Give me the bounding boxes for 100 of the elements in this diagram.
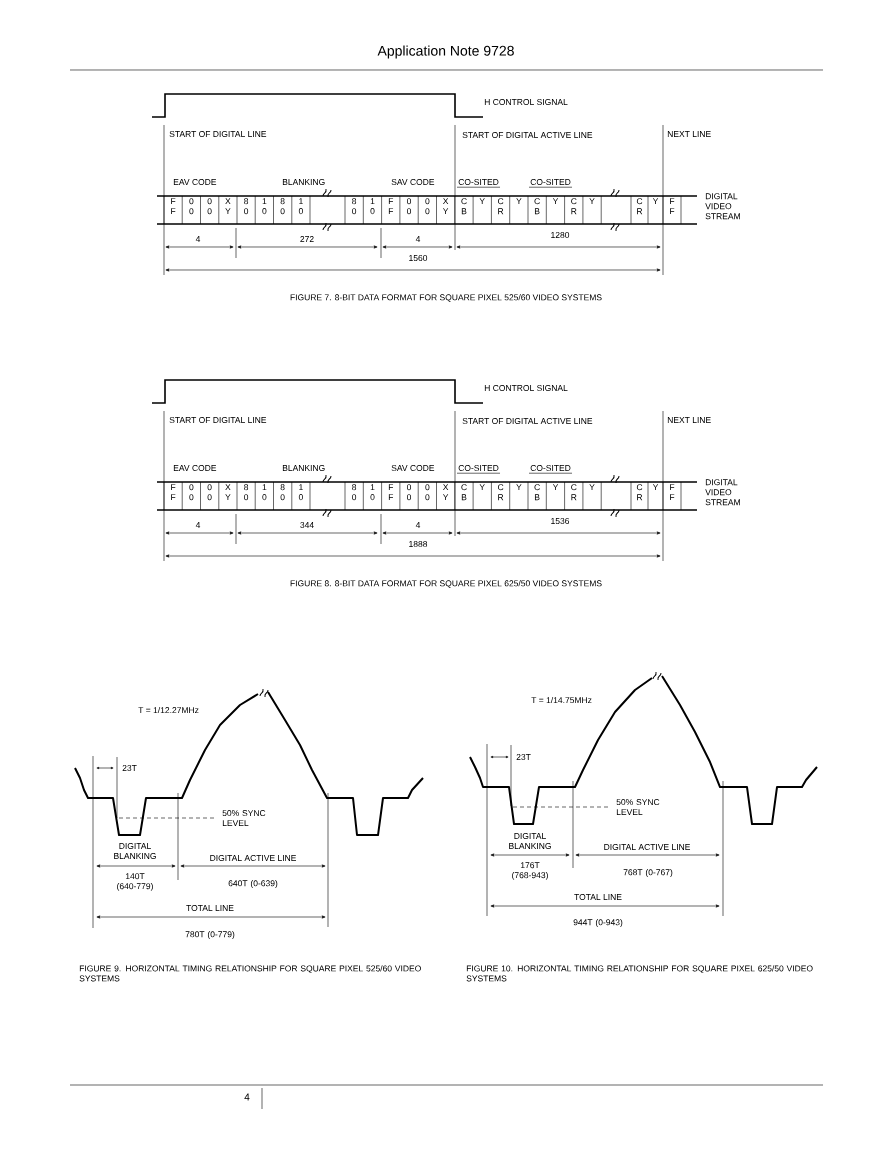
code-word: 8 0 (280, 198, 285, 215)
code-word: X Y (442, 198, 449, 215)
annotation: NEXT LINE (667, 417, 711, 423)
figure-caption: FIGURE 8. 8-BIT DATA FORMAT FOR SQUARE PIXEL 625/50 VIDEO SYSTEMS (290, 580, 602, 588)
dimension-value: 176T (768-943) (512, 862, 548, 880)
annotation: START OF DIGITAL ACTIVE LINE (462, 418, 593, 424)
annotation: START OF DIGITAL LINE (169, 417, 267, 423)
code-word: F F (388, 198, 394, 215)
annotation: 50% SYNC LEVEL (222, 810, 266, 826)
code-word: Y (552, 484, 559, 491)
code-word: C B (534, 198, 540, 215)
annotation: DIGITAL BLANKING (114, 843, 156, 859)
code-word: F F (171, 484, 176, 501)
code-word: 1 0 (298, 484, 303, 501)
code-word: Y (479, 198, 485, 205)
code-word: Y (516, 484, 522, 491)
code-word: 0 0 (425, 198, 430, 215)
code-word: 0 0 (406, 484, 412, 501)
dimension-value: 1560 (409, 255, 428, 261)
dimension-value: 140T (640-779) (117, 873, 153, 891)
stream-label: DIGITAL VIDEO STREAM (705, 193, 740, 220)
dimension-value: 780T (0-779) (185, 931, 235, 939)
code-word: Y (552, 198, 559, 205)
code-word: F F (670, 484, 675, 501)
code-word: C R (571, 198, 577, 215)
code-word: F F (171, 198, 176, 215)
dimension-value: 4 (415, 236, 421, 242)
code-word: X Y (225, 198, 231, 215)
dimension-value: 23T (122, 765, 137, 771)
dimension-value: 944T (0-943) (573, 919, 623, 927)
code-word: C R (571, 484, 577, 501)
annotation: BLANKING (282, 465, 325, 471)
underlined-label: CO-SITED (456, 465, 501, 474)
figure-caption: FIGURE 9. HORIZONTAL TIMING RELATIONSHIP FOR SQUARE PIXEL 525/60 VIDEO SYSTEMS (79, 965, 421, 982)
code-word: 1 0 (370, 198, 375, 215)
dimension-value: 1888 (409, 541, 428, 547)
page-title: Application Note 9728 (377, 45, 514, 59)
underlined-label: CO-SITED (528, 179, 573, 188)
code-word: C B (461, 198, 467, 215)
annotation: T = 1/12.27MHz (138, 706, 199, 714)
annotation: TOTAL LINE (574, 894, 622, 900)
code-word: 8 0 (352, 198, 357, 215)
code-word: C R (636, 484, 643, 501)
code-word: Y (479, 484, 485, 491)
code-word: 8 0 (352, 484, 357, 501)
underlined-label: CO-SITED (456, 179, 501, 188)
code-word: 1 0 (262, 484, 267, 501)
annotation: START OF DIGITAL ACTIVE LINE (462, 132, 593, 138)
code-word: C R (498, 484, 504, 501)
annotation: EAV CODE (173, 179, 217, 185)
annotation: START OF DIGITAL LINE (169, 131, 267, 137)
dimension-value: 272 (300, 236, 314, 242)
code-word: Y (652, 484, 659, 491)
code-word: 8 0 (280, 484, 285, 501)
dimension-value: 640T (0-639) (228, 880, 278, 888)
annotation: SAV CODE (391, 465, 435, 471)
annotation: DIGITAL ACTIVE LINE (210, 855, 296, 861)
code-word: Y (589, 198, 595, 205)
code-word: 0 0 (207, 198, 212, 215)
code-word: 0 0 (207, 484, 212, 501)
code-word: Y (652, 198, 659, 205)
annotation: TOTAL LINE (186, 905, 234, 911)
code-word: F F (670, 198, 675, 215)
code-word: 8 0 (244, 484, 249, 501)
annotation: DIGITAL BLANKING (509, 833, 551, 849)
dimension-value: 1280 (551, 232, 570, 238)
annotation: NEXT LINE (667, 131, 711, 137)
signal-label: H CONTROL SIGNAL (484, 99, 568, 105)
code-word: X Y (225, 484, 231, 501)
code-word: 0 0 (189, 484, 194, 501)
code-word: 0 0 (425, 484, 430, 501)
annotation: T = 1/14.75MHz (531, 696, 592, 704)
dimension-value: 344 (300, 522, 314, 528)
code-word: Y (516, 198, 522, 205)
code-word: 1 0 (298, 198, 303, 215)
annotation: DIGITAL ACTIVE LINE (604, 844, 690, 850)
dimension-value: 4 (195, 522, 201, 528)
stream-label: DIGITAL VIDEO STREAM (705, 479, 740, 506)
code-word: C B (461, 484, 467, 501)
code-word: C R (498, 198, 504, 215)
annotation: 50% SYNC LEVEL (616, 799, 660, 815)
underlined-label: CO-SITED (528, 465, 573, 474)
code-word: 0 0 (189, 198, 194, 215)
code-word: X Y (442, 484, 449, 501)
code-word: 8 0 (244, 198, 249, 215)
annotation: SAV CODE (391, 179, 435, 185)
annotation: BLANKING (282, 179, 325, 185)
code-word: 0 0 (406, 198, 412, 215)
code-word: Y (589, 484, 595, 491)
code-word: C R (636, 198, 643, 215)
page-number: 4 (244, 1093, 250, 1101)
dimension-value: 1536 (551, 518, 570, 524)
code-word: F F (388, 484, 394, 501)
code-word: 1 0 (262, 198, 267, 215)
code-word: 1 0 (370, 484, 375, 501)
dimension-value: 23T (516, 754, 531, 760)
dimension-value: 4 (195, 236, 201, 242)
annotation: EAV CODE (173, 465, 217, 471)
code-word: C B (534, 484, 540, 501)
figure-caption: FIGURE 10. HORIZONTAL TIMING RELATIONSHIP FOR SQUARE PIXEL 625/50 VIDEO SYSTEMS (466, 965, 813, 982)
